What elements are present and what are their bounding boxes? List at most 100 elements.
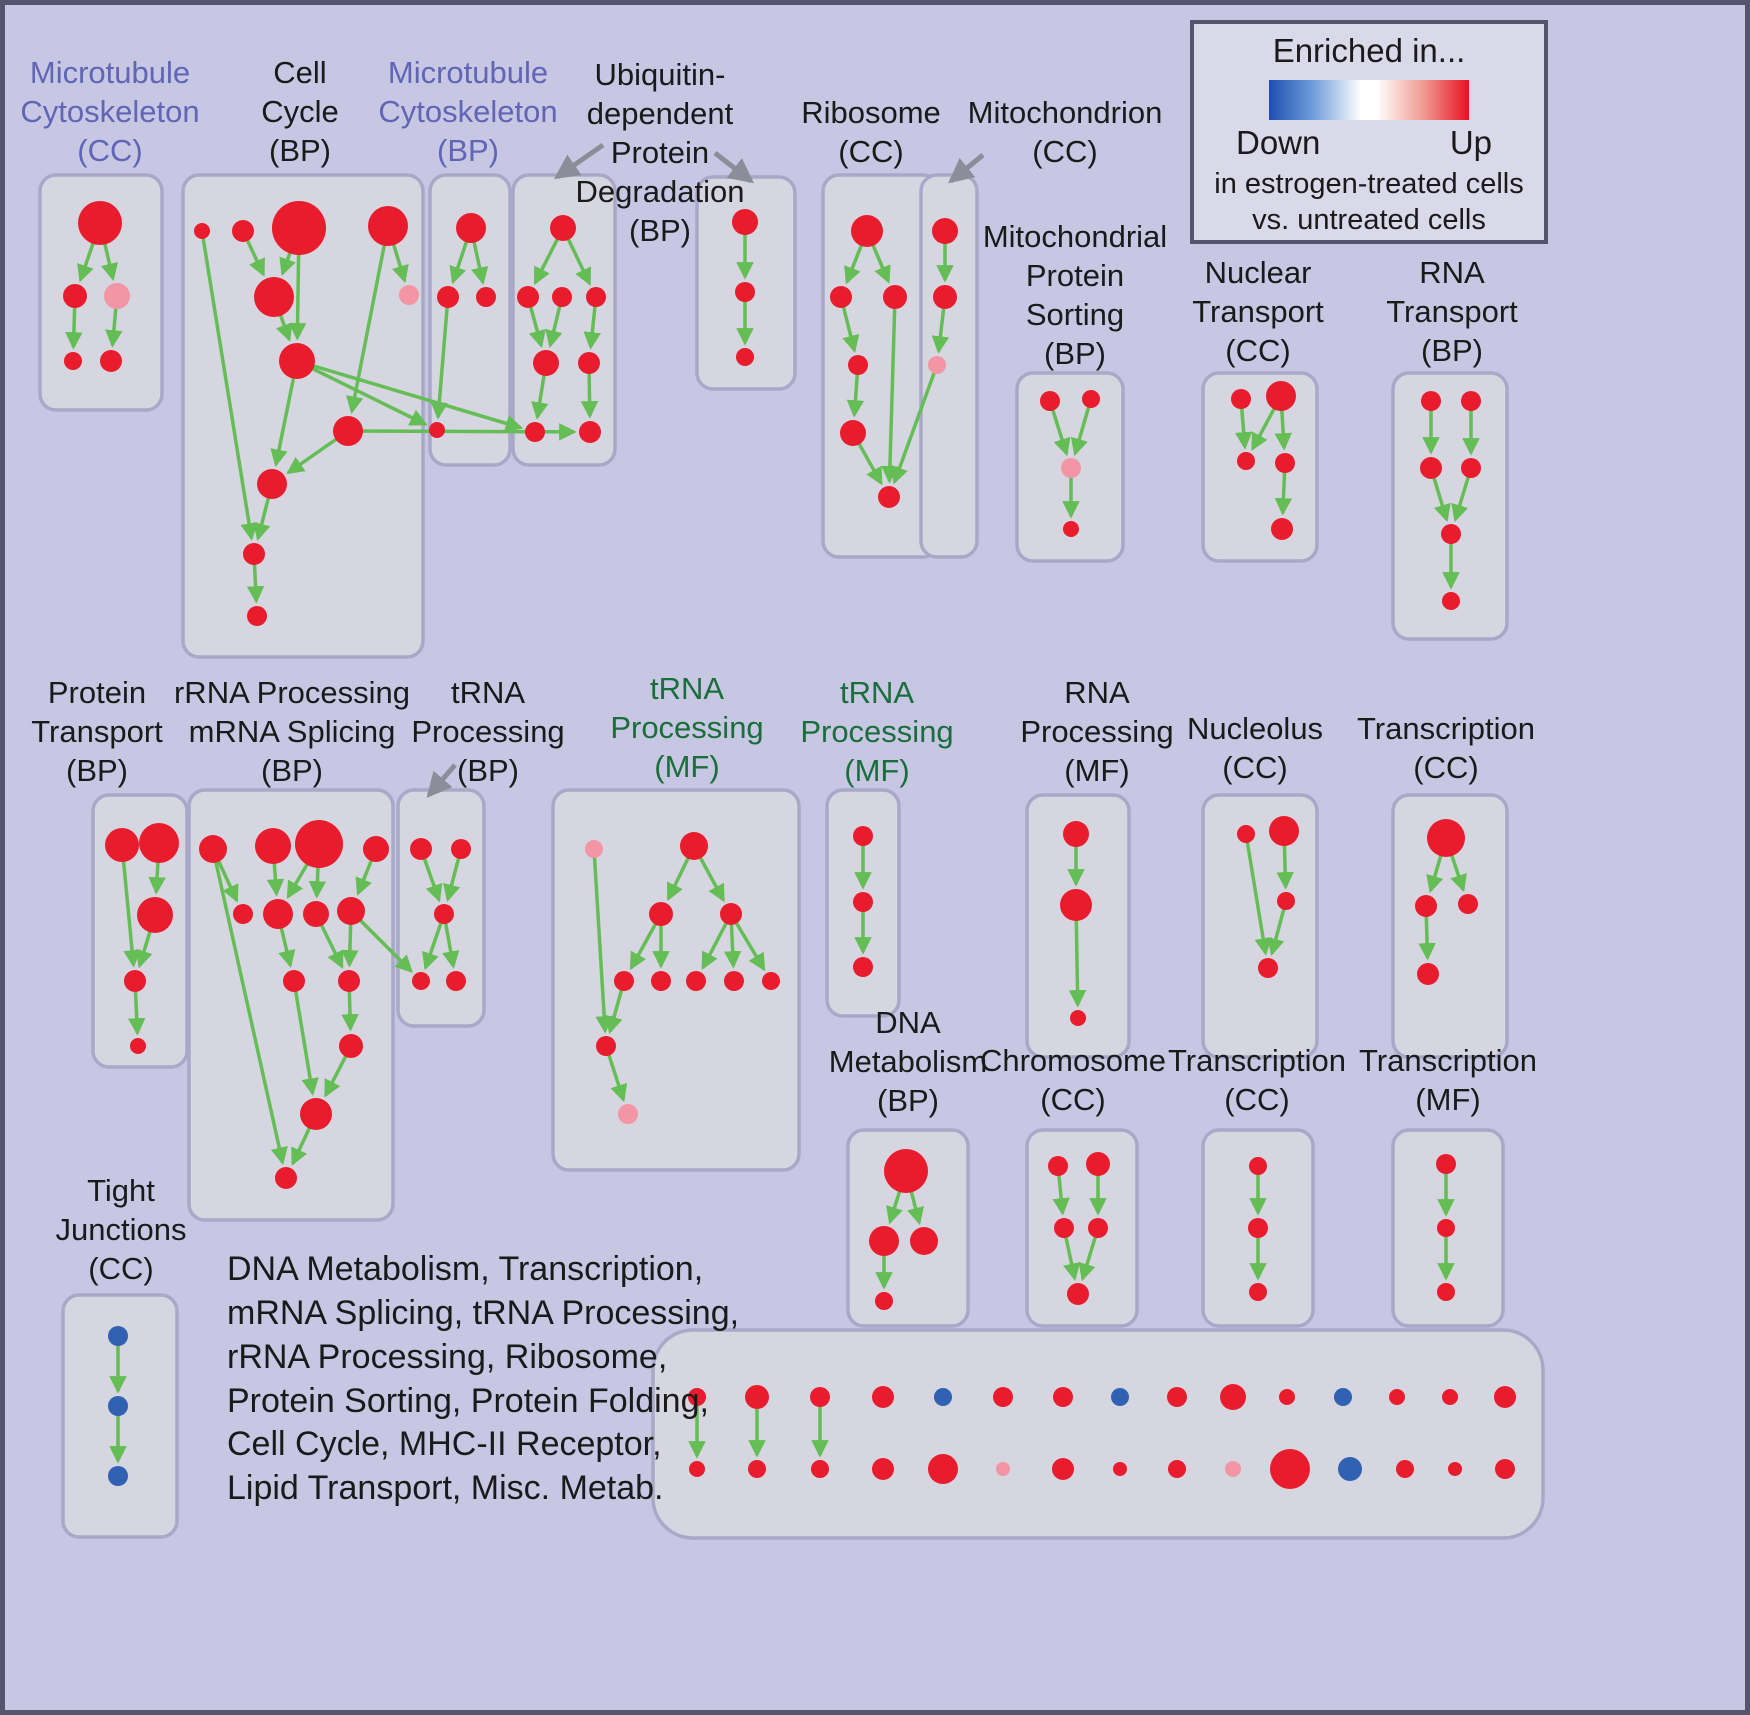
legend-scale: Down Up (1194, 120, 1544, 162)
cluster-label-transcription-cc-2: Transcription (CC) (1167, 1043, 1347, 1118)
cluster-label-dna-metab: DNA Metabolism (BP) (828, 1005, 988, 1119)
go-term-node (476, 287, 496, 307)
go-term-node (1258, 958, 1278, 978)
go-term-node (1249, 1283, 1267, 1301)
go-term-node (1334, 1388, 1352, 1406)
go-term-node (525, 422, 545, 442)
go-term-node (1052, 1458, 1074, 1480)
go-term-node (1248, 1218, 1268, 1238)
cluster-label-protein-transport: Protein Transport (BP) (31, 675, 163, 789)
edge-arrow (349, 909, 413, 973)
go-term-node (283, 970, 305, 992)
go-term-node (910, 1227, 938, 1255)
go-term-node (1271, 518, 1293, 540)
cluster-label-mt-cc: Microtubule Cytoskeleton (CC) (20, 55, 200, 169)
go-term-node (199, 835, 227, 863)
go-term-node (295, 820, 343, 868)
go-term-node (279, 343, 315, 379)
network-diagram (38, 142, 1545, 1540)
cluster-box-nuclear-transport (1201, 371, 1319, 563)
go-term-node (932, 218, 958, 244)
go-term-node (247, 606, 267, 626)
legend-title: Enriched in... (1272, 32, 1466, 69)
go-term-node (1442, 592, 1460, 610)
edge-arrow (1068, 904, 1087, 1008)
go-term-node (100, 350, 122, 372)
go-term-node (1270, 1449, 1310, 1489)
nodes-layer (63, 201, 1516, 1489)
edge-arrow (211, 848, 288, 1165)
go-term-node (578, 352, 600, 374)
go-term-node (272, 201, 326, 255)
go-term-node (1082, 390, 1100, 408)
go-term-node (1088, 1218, 1108, 1238)
go-term-node (137, 897, 173, 933)
go-term-node (254, 277, 294, 317)
edge-arrow (891, 364, 939, 485)
cluster-box-protein-transport (91, 793, 189, 1069)
edge-arrow (1244, 833, 1272, 956)
go-term-node (928, 356, 946, 374)
go-term-node (586, 287, 606, 307)
edge-arrow (120, 844, 141, 968)
go-term-node (363, 836, 389, 862)
cluster-label-trna-mf-1: tRNA Processing (MF) (610, 671, 764, 785)
label-pointer-arrow (948, 153, 985, 184)
go-term-node (680, 832, 708, 860)
go-term-node (810, 1387, 830, 1407)
label-pointer-arrow (713, 151, 754, 184)
cluster-box-misc (651, 1328, 1545, 1540)
legend-subtitle: in estrogen-treated cells vs. untreated … (1214, 168, 1524, 237)
go-term-node (933, 285, 957, 309)
cluster-label-nuclear-transport: Nuclear Transport (CC) (1192, 255, 1324, 369)
go-term-node (585, 840, 603, 858)
cluster-box-mt-bp (428, 173, 512, 467)
go-term-node (263, 899, 293, 929)
go-term-node (1448, 1462, 1462, 1476)
go-term-node (1461, 391, 1481, 411)
go-term-node (736, 348, 754, 366)
go-term-node (105, 828, 139, 862)
edge-arrow (1070, 398, 1093, 457)
go-term-node (651, 971, 671, 991)
go-term-node (1417, 963, 1439, 985)
go-term-node (1389, 1389, 1405, 1405)
cluster-label-rna-proc-mf: RNA Processing (MF) (1020, 675, 1174, 789)
cluster-label-transcription-cc-1: Transcription (CC) (1356, 711, 1536, 786)
go-term-node (878, 486, 900, 508)
go-term-node (686, 971, 706, 991)
go-term-node (333, 416, 363, 446)
cluster-label-cell-cycle: Cell Cycle (BP) (261, 55, 339, 169)
go-term-node (618, 1104, 638, 1124)
legend-gradient-bar (1269, 80, 1469, 120)
go-term-node (934, 1388, 952, 1406)
go-term-node (104, 283, 130, 309)
go-term-node (552, 287, 572, 307)
go-term-node (1427, 819, 1465, 857)
legend-up-label: Up (1449, 124, 1492, 161)
go-term-node (848, 355, 868, 375)
go-term-node (275, 1167, 297, 1189)
go-term-node (1338, 1457, 1362, 1481)
cluster-label-mito-sorting: Mitochondrial Protein Sorting (BP) (982, 219, 1168, 372)
go-term-node (1048, 1156, 1068, 1176)
go-term-node (130, 1038, 146, 1054)
go-term-node (993, 1387, 1013, 1407)
go-term-node (649, 902, 673, 926)
label-pointer-arrow (426, 763, 457, 798)
cluster-label-chromosome: Chromosome (CC) (979, 1043, 1167, 1118)
label-pointer-arrow (553, 142, 605, 180)
go-term-node (724, 971, 744, 991)
edge-arrow (430, 296, 450, 420)
go-term-node (869, 1226, 899, 1256)
go-term-node (872, 1458, 894, 1480)
go-term-node (1111, 1388, 1129, 1406)
go-term-node (255, 828, 291, 864)
go-term-node (720, 903, 742, 925)
go-term-node (194, 223, 210, 239)
go-term-node (748, 1460, 766, 1478)
go-term-node (233, 904, 253, 924)
go-term-node (1063, 521, 1079, 537)
go-term-node (1040, 391, 1060, 411)
go-term-node (1053, 1387, 1073, 1407)
